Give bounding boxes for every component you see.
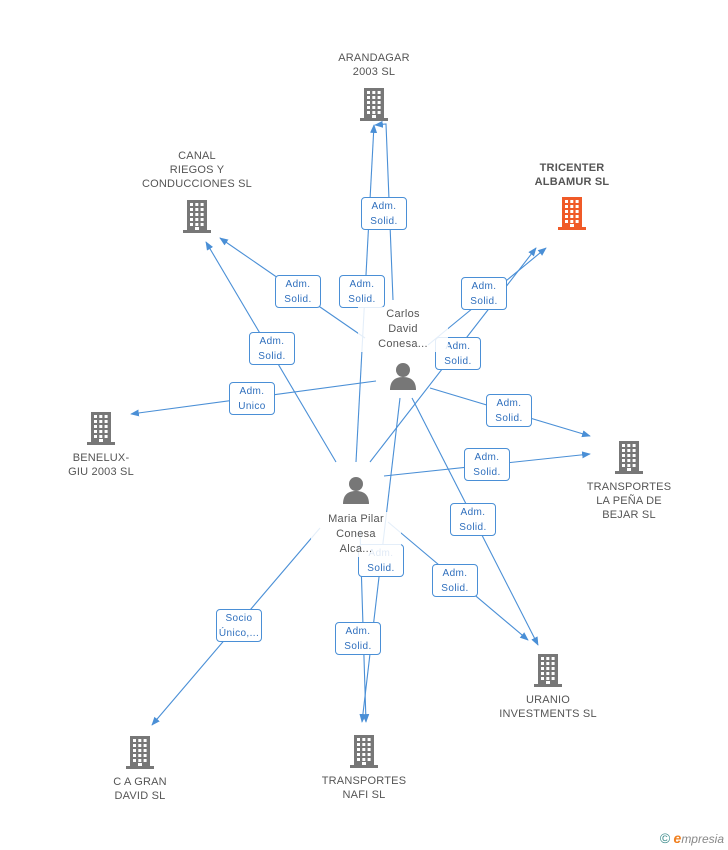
building-icon-nafi bbox=[350, 735, 378, 768]
person-label-carlos[interactable]: Carlos David Conesa... bbox=[358, 307, 448, 352]
building-icon-canal bbox=[183, 200, 211, 233]
company-label-cagran[interactable]: C A GRAN DAVID SL bbox=[113, 776, 167, 802]
company-label-arandagar[interactable]: ARANDAGAR 2003 SL bbox=[338, 52, 410, 78]
building-icon-transportes_pena bbox=[615, 441, 643, 474]
copyright-icon: © bbox=[659, 830, 671, 846]
company-label-benelux[interactable]: BENELUX- GIU 2003 SL bbox=[68, 452, 134, 478]
role-badge-maria-tricenter[interactable]: Adm. Solid. bbox=[435, 337, 481, 370]
role-badge-maria-canal[interactable]: Adm. Solid. bbox=[249, 332, 295, 365]
person-icon-carlos[interactable] bbox=[388, 362, 418, 390]
company-label-canal[interactable]: CANAL RIEGOS Y CONDUCCIONES SL bbox=[142, 150, 252, 190]
role-badge-carlos-nafi[interactable]: Adm. Solid. bbox=[335, 622, 381, 655]
person-icon-maria[interactable] bbox=[341, 476, 371, 504]
role-badge-maria-uranio[interactable]: Adm. Solid. bbox=[432, 564, 478, 597]
role-badge-carlos-canal[interactable]: Adm. Solid. bbox=[275, 275, 321, 308]
role-badge-carlos-tricenter[interactable]: Adm. Solid. bbox=[461, 277, 507, 310]
role-badge-maria-transportes_pena[interactable]: Adm. Solid. bbox=[464, 448, 510, 481]
role-badge-carlos-benelux[interactable]: Adm. Unico bbox=[229, 382, 275, 415]
company-label-transportes_pena[interactable]: TRANSPORTES LA PEÑA DE BEJAR SL bbox=[586, 481, 672, 521]
building-icon-tricenter bbox=[558, 197, 586, 230]
role-badge-carlos-uranio[interactable]: Adm. Solid. bbox=[450, 503, 496, 536]
person-label-maria[interactable]: Maria Pilar Conesa Alca... bbox=[311, 512, 401, 557]
copyright-notice: © empresia bbox=[660, 830, 724, 846]
brand-name: mpresia bbox=[681, 832, 724, 846]
building-icon-uranio bbox=[534, 654, 562, 687]
company-label-tricenter[interactable]: TRICENTER ALBAMUR SL bbox=[534, 162, 610, 188]
role-badge-maria-cagran[interactable]: Socio Único,... bbox=[216, 609, 262, 642]
edge-carlos-to-arandagar bbox=[374, 120, 394, 301]
building-icon-benelux bbox=[87, 412, 115, 445]
role-badge-maria-arandagar[interactable]: Adm. Solid. bbox=[339, 275, 385, 308]
role-badge-carlos-transportes_pena[interactable]: Adm. Solid. bbox=[486, 394, 532, 427]
company-label-uranio[interactable]: URANIO INVESTMENTS SL bbox=[499, 694, 597, 720]
company-label-nafi[interactable]: TRANSPORTES NAFI SL bbox=[321, 775, 407, 801]
empresia-logo-icon: e bbox=[673, 830, 682, 846]
role-badge-carlos-arandagar[interactable]: Adm. Solid. bbox=[361, 197, 407, 230]
building-icon-cagran bbox=[126, 736, 154, 769]
building-icon-arandagar bbox=[360, 88, 388, 121]
